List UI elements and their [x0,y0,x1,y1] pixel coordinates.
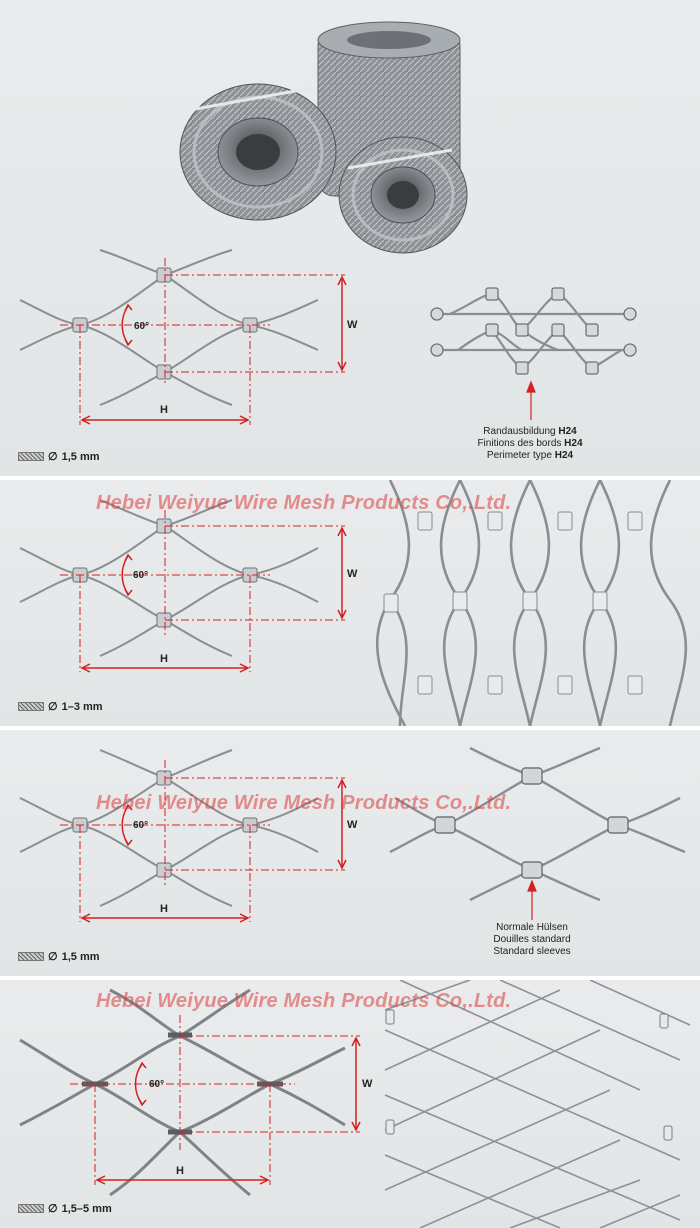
panel-ferrule: 60° W H [0,480,700,726]
wire-rope-icon [18,1204,44,1213]
edge-detail-h24 [437,292,630,370]
height-label: H [160,404,168,416]
mesh-closeup-sleeves [383,511,643,695]
angle-label: 60° [149,1079,164,1090]
edge-pointer-arrow [526,380,536,420]
width-label: W [347,819,358,831]
watermark: Hebei Weiyue Wire Mesh Products Co,.Ltd. [96,492,512,514]
edge-detail-loops [430,287,637,375]
dimension-lines [60,760,347,923]
diameter-legend: ∅ 1,5–5 mm [18,1202,112,1215]
watermark: Hebei Weiyue Wire Mesh Products Co,.Ltd. [96,990,512,1012]
height-label: H [160,653,168,665]
sleeves-caption: Normale Hülsen Douilles standard Standar… [493,922,571,957]
width-label: W [362,1078,373,1090]
width-label: W [347,319,358,331]
wire-rope-icon [18,702,44,711]
angle-label: 60° [133,820,148,831]
panel-knotted-drawing: 60° W H [19,980,691,1228]
diameter-legend: ∅ 1,5 mm [18,950,100,963]
panel-standard-sleeves-drawing: 60° W H [19,746,686,923]
width-label: W [347,568,358,580]
dimension-lines [60,510,347,673]
dimension-lines [70,1015,361,1185]
diamond-mesh-closeup [384,980,691,1228]
panel-h24: 60° W H [0,0,700,476]
height-label: H [176,1165,184,1177]
wire-rope-coils [179,21,468,254]
panel-ferrule-drawing: 60° W H [19,480,688,726]
panel-knotted: 60° W H Hebei Weiyue Wire Mesh Products … [0,980,700,1228]
height-label: H [160,903,168,915]
edge-caption: Randausbildung H24 Finitions des bords H… [477,426,583,461]
diamond-mesh-clips [385,1009,673,1141]
watermark: Hebei Weiyue Wire Mesh Products Co,.Ltd. [96,792,512,814]
panel-standard-sleeves: 60° W H Hebei Weiyue Wire Mesh Products [0,730,700,976]
angle-label: 60° [134,321,149,332]
sleeve-pointer-arrow [527,879,537,920]
angle-label: 60° [133,570,148,581]
panel-h24-drawing: 60° W H [19,21,637,425]
wire-rope-icon [18,452,44,461]
dimension-lines [60,258,347,425]
wire-rope-icon [18,952,44,961]
sleeve-closeup-sleeves [434,767,629,879]
diameter-legend: ∅ 1–3 mm [18,700,103,713]
diameter-legend: ∅ 1,5 mm [18,450,100,463]
